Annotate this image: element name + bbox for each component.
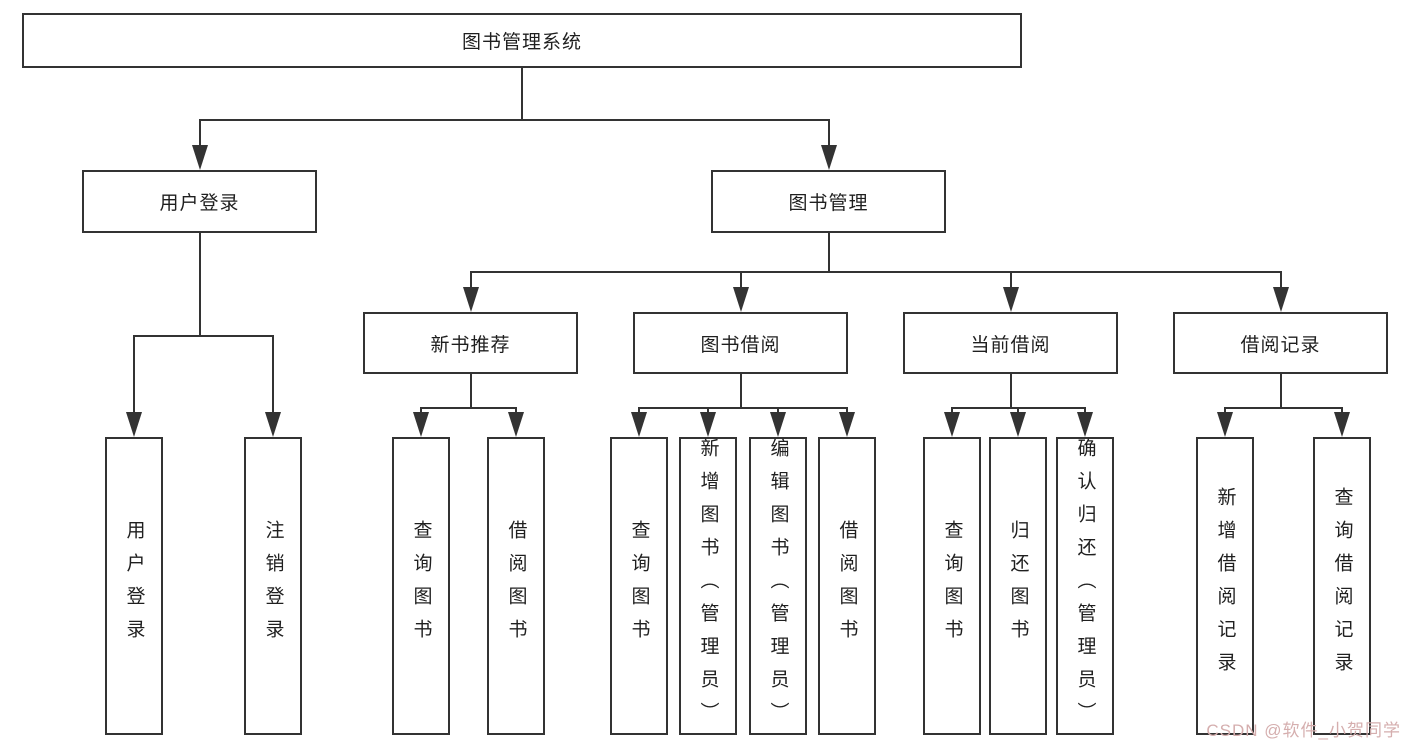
leaf-add-book-admin: 新增图书（管理员） — [679, 437, 737, 735]
watermark: CSDN @软件_小贺同学 — [1206, 721, 1401, 740]
arrow-down-icon — [265, 412, 281, 437]
leaf-confirm-return-admin: 确认归还（管理员） — [1056, 437, 1114, 735]
leaf-logout: 注销登录 — [244, 437, 302, 735]
connector-line — [1279, 271, 1282, 294]
leaf-query-books-2: 查询图书 — [610, 437, 668, 735]
node-borrow-record: 借阅记录 — [1173, 312, 1388, 374]
arrow-down-icon — [191, 145, 208, 170]
leaf-borrow-books-2: 借阅图书 — [818, 437, 876, 735]
node-borrow-record-label: 借阅记录 — [1240, 334, 1321, 356]
connector-line — [1009, 374, 1012, 409]
leaf-query-books-3: 查询图书 — [923, 437, 981, 735]
connector-line — [198, 233, 201, 337]
leaf-confirm-return-admin-label: 确认归还（管理员） — [1074, 437, 1096, 735]
arrow-down-icon — [413, 412, 429, 437]
arrow-down-icon — [944, 412, 960, 437]
leaf-borrow-books-2-label: 借阅图书 — [836, 520, 858, 652]
arrow-down-icon — [1272, 287, 1289, 312]
connector-line — [521, 68, 523, 121]
leaf-query-books-label: 查询图书 — [410, 520, 432, 652]
connector-line — [827, 233, 830, 273]
connector-line — [198, 119, 201, 152]
node-new-book-recommend: 新书推荐 — [363, 312, 578, 374]
leaf-add-borrow-record: 新增借阅记录 — [1196, 437, 1254, 735]
connector-line — [1279, 374, 1282, 409]
connector-line — [739, 374, 742, 409]
leaf-edit-book-admin-label: 编辑图书（管理员） — [767, 437, 789, 735]
leaf-borrow-books-label: 借阅图书 — [505, 520, 527, 652]
arrow-down-icon — [1010, 412, 1026, 437]
connector-line — [272, 335, 274, 419]
arrow-down-icon — [462, 287, 479, 312]
arrow-down-icon — [839, 412, 855, 437]
connector-line — [469, 374, 472, 409]
connector-line — [739, 271, 742, 294]
connector-line — [198, 119, 830, 121]
connector-line — [420, 407, 517, 409]
connector-line — [1009, 271, 1012, 294]
arrow-down-icon — [700, 412, 716, 437]
node-library-system: 图书管理系统 — [22, 13, 1022, 68]
connector-line — [469, 271, 472, 294]
leaf-return-book-label: 归还图书 — [1007, 520, 1029, 652]
node-book-borrow: 图书借阅 — [633, 312, 848, 374]
node-new-book-recommend-label: 新书推荐 — [430, 334, 511, 356]
leaf-query-borrow-record: 查询借阅记录 — [1313, 437, 1371, 735]
arrow-down-icon — [1217, 412, 1233, 437]
connector-line — [1224, 407, 1343, 409]
arrow-down-icon — [770, 412, 786, 437]
node-current-borrow: 当前借阅 — [903, 312, 1118, 374]
arrow-down-icon — [1334, 412, 1350, 437]
connector-line — [133, 335, 274, 337]
arrow-down-icon — [1002, 287, 1019, 312]
connector-line — [638, 407, 848, 409]
leaf-borrow-books: 借阅图书 — [487, 437, 545, 735]
arrow-down-icon — [732, 287, 749, 312]
leaf-return-book: 归还图书 — [989, 437, 1047, 735]
leaf-logout-label: 注销登录 — [262, 520, 284, 652]
connector-line — [827, 119, 830, 152]
node-current-borrow-label: 当前借阅 — [970, 334, 1051, 356]
leaf-user-login-label: 用户登录 — [123, 520, 145, 652]
node-user-login-label: 用户登录 — [159, 193, 240, 214]
arrow-down-icon — [126, 412, 142, 437]
arrow-down-icon — [820, 145, 837, 170]
leaf-query-books: 查询图书 — [392, 437, 450, 735]
leaf-query-books-3-label: 查询图书 — [941, 520, 963, 652]
node-library-system-label: 图书管理系统 — [461, 32, 582, 53]
node-book-management: 图书管理 — [711, 170, 946, 233]
connector-line — [469, 271, 1282, 273]
node-book-management-label: 图书管理 — [788, 193, 869, 214]
arrow-down-icon — [508, 412, 524, 437]
leaf-edit-book-admin: 编辑图书（管理员） — [749, 437, 807, 735]
leaf-query-books-2-label: 查询图书 — [628, 520, 650, 652]
arrow-down-icon — [1077, 412, 1093, 437]
connector-line — [133, 335, 135, 419]
leaf-user-login: 用户登录 — [105, 437, 163, 735]
leaf-query-borrow-record-label: 查询借阅记录 — [1331, 487, 1353, 685]
leaf-add-borrow-record-label: 新增借阅记录 — [1214, 487, 1236, 685]
leaf-add-book-admin-label: 新增图书（管理员） — [697, 437, 719, 735]
arrow-down-icon — [631, 412, 647, 437]
node-user-login: 用户登录 — [82, 170, 317, 233]
node-book-borrow-label: 图书借阅 — [700, 334, 781, 356]
